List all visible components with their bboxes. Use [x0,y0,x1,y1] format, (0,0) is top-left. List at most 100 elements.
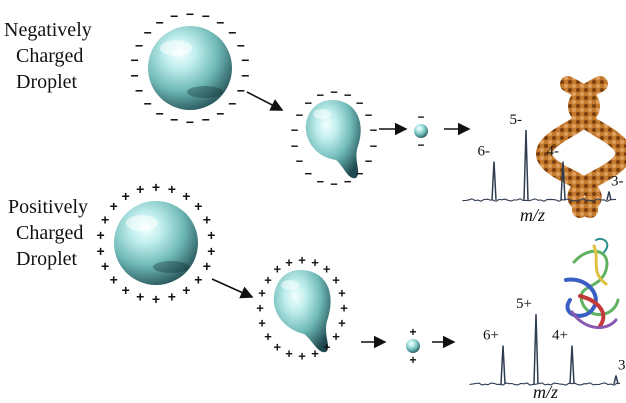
negative-charge: − [135,82,143,98]
positive-charge: + [285,346,293,361]
positive-charge: + [136,181,144,197]
positive-charge: + [285,255,293,270]
negative-charge: − [417,110,424,124]
pos-large-droplet [114,201,198,285]
negative-charge: − [131,52,139,68]
negative-charge: − [237,82,245,98]
positive-charge: + [258,315,266,330]
negative-charge: − [202,8,210,24]
negative-charge: − [356,95,364,110]
positive-charge: + [122,282,130,298]
dna-helix-image [536,76,626,218]
positive-charge: + [182,188,190,204]
positive-charge: + [122,188,130,204]
negative-charge: − [370,123,378,138]
neg-label-line2: Charged [16,45,84,67]
negative-charge: − [365,154,373,169]
negative-charge: − [170,8,178,24]
positive-charge: + [168,289,176,305]
negative-charge: − [317,87,325,102]
positive-charge: + [323,339,331,354]
pos-label-line2: Charged [16,222,84,244]
positive-charge: + [311,346,319,361]
pos-spectrum-peak-label: 4+ [552,328,568,344]
negative-charge: − [305,95,313,110]
neg-spectrum-peak-label: 5- [510,112,523,128]
positive-charge: + [338,286,346,301]
pos-spectrum-peak [569,345,575,385]
pos-spectrum-peak [613,375,619,385]
neg-spectrum-peak-label: 4- [547,144,560,160]
neg-spectrum-baseline [462,197,617,203]
negative-charge: − [228,95,236,111]
negative-charge: − [216,105,224,121]
neg-spectrum-peak [491,161,497,201]
negative-charge: − [344,87,352,102]
pos-spectrum-peak-label: 3+ [618,358,626,374]
neg-spectrum-peak-label: 3- [611,174,624,190]
neg-mid-charges: −−−−−−−−−−−−−−−−−− [291,85,378,192]
negative-charge: − [291,139,299,154]
positive-charge: + [258,286,266,301]
negative-charge: − [237,38,245,54]
neg-spectrum-axis-label: m/z [520,205,546,225]
positive-charge: + [409,325,416,339]
pos-mid-charges: ++++++++++++++++++++ [256,253,348,364]
pos-small-droplet [406,339,420,353]
negative-charge: − [296,108,304,123]
positive-charge: + [152,291,160,307]
pos-spectrum-axis-label: m/z [533,382,559,402]
negative-charge: − [170,112,178,128]
pos-spectrum-peak [533,313,539,385]
neg-fissioning-droplet [305,100,361,179]
protein-structure-image [564,238,620,329]
positive-charge: + [182,282,190,298]
negative-charge: − [241,68,249,84]
positive-charge: + [298,253,306,268]
negative-charge: − [135,38,143,54]
negative-charge: − [344,174,352,189]
negative-charge: − [356,166,364,181]
pos-arrow-1 [211,278,254,299]
negative-charge: − [144,25,152,41]
positive-charge: + [136,289,144,305]
neg-large-charges: −−−−−−−−−−−−−−−−−−−−−− [131,6,250,130]
positive-charge: + [101,258,109,274]
neg-mass-spectrum: 6- 5- 4- 3- [462,112,624,203]
positive-charge: + [264,329,272,344]
pos-spectrum-peak-label: 6+ [483,328,499,344]
positive-charge: + [203,258,211,274]
neg-spectrum-peak-label: 6- [478,144,491,160]
negative-charge: − [186,114,194,130]
negative-charge: − [317,174,325,189]
negative-charge: − [156,15,164,31]
negative-charge: − [156,105,164,121]
positive-charge: + [298,349,306,364]
neg-small-droplet [414,124,428,138]
negative-charge: − [186,6,194,22]
neg-arrow-1 [246,91,284,111]
negative-charge: − [417,138,424,152]
pos-spectrum-peak [500,345,506,385]
negative-charge: − [216,15,224,31]
positive-charge: + [203,212,211,228]
negative-charge: − [131,68,139,84]
positive-charge: + [264,272,272,287]
positive-charge: + [97,227,105,243]
negative-charge: − [365,108,373,123]
neg-spectrum-peak [606,191,612,201]
negative-charge: − [305,166,313,181]
positive-charge: + [323,262,331,277]
positive-charge: + [256,301,264,316]
positive-charge: + [97,243,105,259]
positive-charge: + [194,272,202,288]
positive-charge: + [168,181,176,197]
positive-charge: + [110,272,118,288]
pos-large-charges: ++++++++++++++++++++++ [97,179,216,307]
neg-large-droplet [148,26,232,110]
neg-label-line1: Negatively [4,19,92,41]
pos-fissioning-droplet [273,270,331,353]
pos-spectrum-peak-label: 5+ [516,296,532,312]
